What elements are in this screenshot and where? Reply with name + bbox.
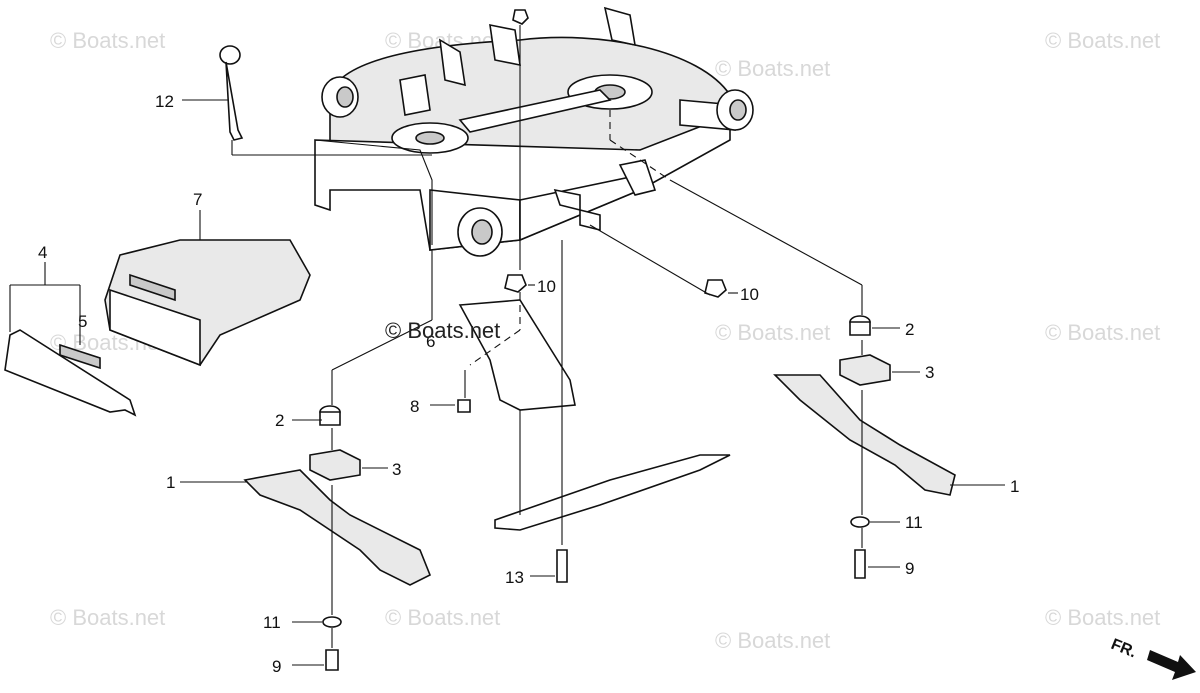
callout-3-right: 3 [925,363,934,382]
callout-2-left: 2 [275,411,284,430]
callout-11-left: 11 [263,613,281,632]
chute-guard [4,329,137,417]
watermark-text: © Boats.net [385,605,500,630]
direction-label: FR. [1109,636,1139,661]
callout-12: 12 [155,92,174,111]
callout-6: 6 [426,332,435,351]
lift-pin [219,45,244,141]
discharge-chute [104,239,311,367]
blade-right [773,374,956,496]
arrow-right-icon [1147,650,1196,680]
watermark-text: © Boats.net [385,318,500,343]
leader-lines [9,25,1005,666]
watermark-text: © Boats.net [1045,320,1160,345]
callout-1-right: 1 [1010,477,1019,496]
callout-1-left: 1 [166,473,175,492]
watermark-text: © Boats.net [715,320,830,345]
watermark-text: © Boats.net [50,28,165,53]
callout-3-left: 3 [392,460,401,479]
watermark-text: © Boats.net [50,605,165,630]
watermarks: © Boats.net © Boats.net © Boats.net © Bo… [50,28,1160,653]
callout-10-b: 10 [740,285,759,304]
watermark-text: © Boats.net [1045,28,1160,53]
callout-4: 4 [38,243,47,262]
hardware [309,9,891,671]
callouts: 12 7 4 5 6 1 2 3 11 9 8 13 10 10 2 3 1 1… [38,92,1019,676]
watermark-text: © Boats.net [715,628,830,653]
mower-deck [314,6,754,257]
center-baffle [458,299,576,411]
front-baffle [494,454,731,531]
watermark-text: © Boats.net [1045,605,1160,630]
blade-left [243,469,432,586]
callout-10-a: 10 [537,277,556,296]
callout-9-left: 9 [272,657,281,676]
callout-9-right: 9 [905,559,914,578]
callout-11-right: 11 [905,513,923,532]
callout-7: 7 [193,190,202,209]
callout-8: 8 [410,397,419,416]
callout-2-right: 2 [905,320,914,339]
callout-5: 5 [78,312,87,331]
watermark-text: © Boats.net [715,56,830,81]
front-direction-indicator: FR. [1109,636,1196,680]
callout-13: 13 [505,568,524,587]
